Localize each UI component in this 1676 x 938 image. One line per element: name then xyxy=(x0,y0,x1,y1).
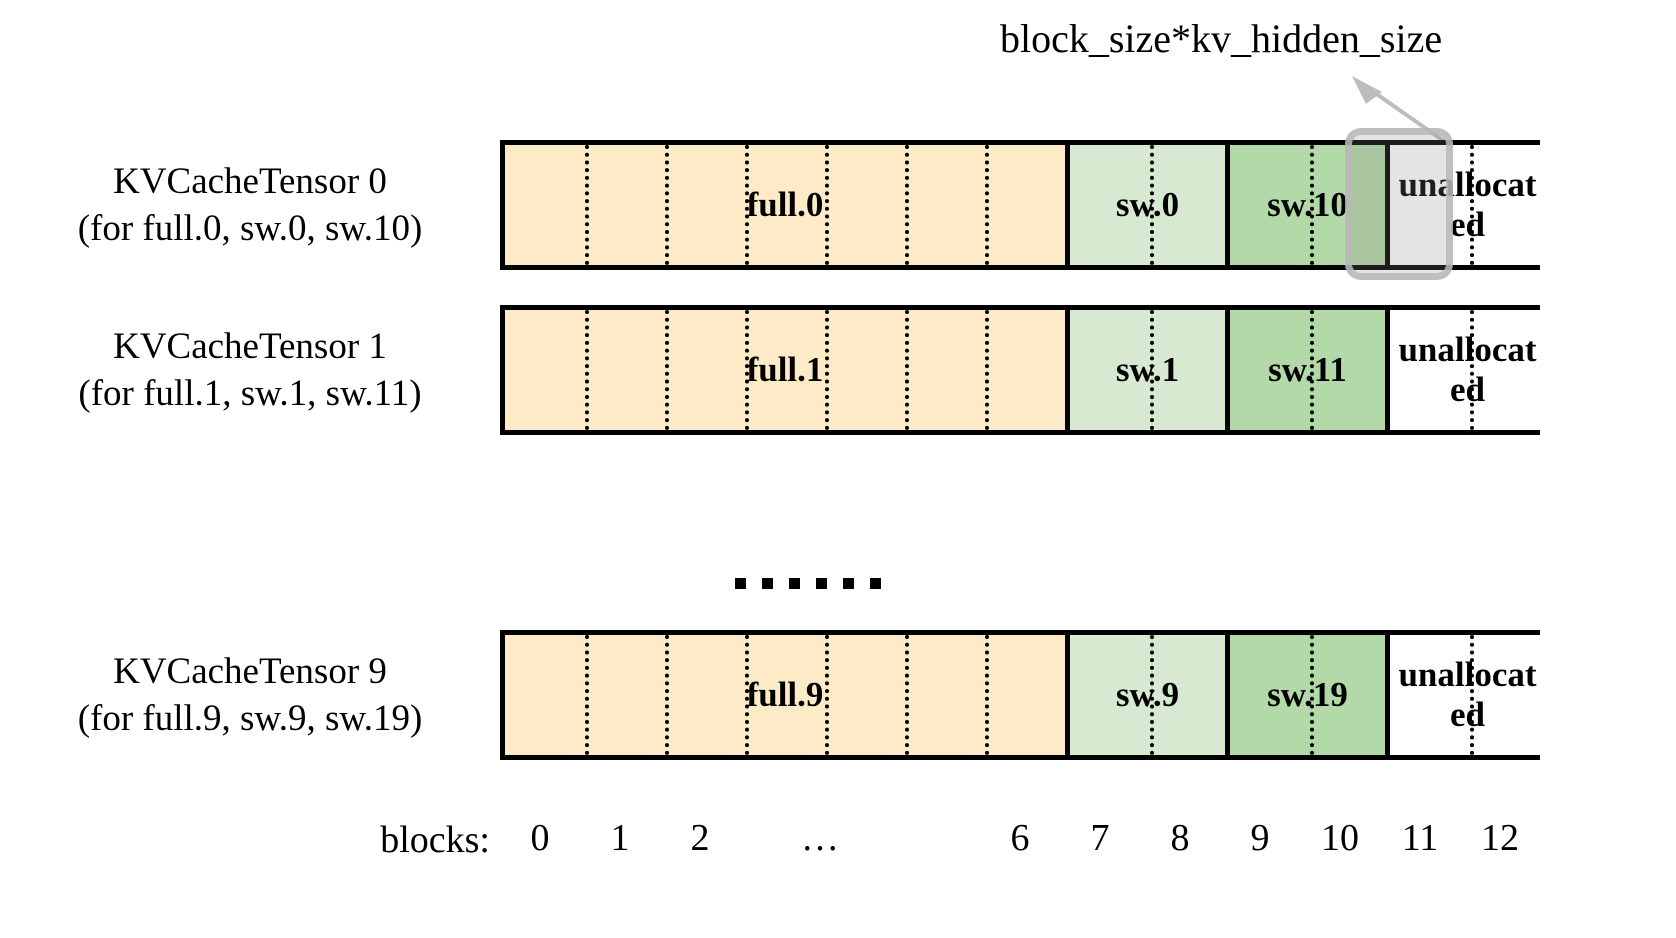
row-subtitle: (for full.1, sw.1, sw.11) xyxy=(78,373,422,414)
row-subtitle: (for full.0, sw.0, sw.10) xyxy=(77,208,423,249)
block-divider xyxy=(825,310,829,430)
block-divider xyxy=(1150,635,1154,755)
segment-label: sw.0 xyxy=(1115,184,1180,224)
tensor-bar: full.1 sw.1 sw.11 unallocated xyxy=(500,305,1545,435)
block-divider xyxy=(1310,145,1314,265)
axis-tick-label: 9 xyxy=(1250,817,1270,859)
tensor-segment-full[interactable]: full.1 xyxy=(505,310,1065,430)
ellipsis-dot xyxy=(816,578,827,589)
segment-label: sw.1 xyxy=(1115,349,1180,389)
block-divider xyxy=(585,310,589,430)
segment-label: full.9 xyxy=(746,674,824,714)
tensor-bar: full.9 sw.9 sw.19 unallocated xyxy=(500,630,1545,760)
kv-cache-tensor-row: KVCacheTensor 1 (for full.1, sw.1, sw.11)… xyxy=(0,300,1676,440)
ellipsis-dot xyxy=(762,578,773,589)
block-divider xyxy=(825,635,829,755)
tensor-segment-unalloc[interactable]: unallocated xyxy=(1385,145,1545,265)
block-divider xyxy=(665,310,669,430)
block-divider xyxy=(745,310,749,430)
ellipsis-dot xyxy=(789,578,800,589)
kv-cache-tensor-row: KVCacheTensor 0 (for full.0, sw.0, sw.10)… xyxy=(0,135,1676,275)
block-divider xyxy=(985,635,989,755)
row-label: KVCacheTensor 1 (for full.1, sw.1, sw.11) xyxy=(20,300,480,440)
row-label: KVCacheTensor 0 (for full.0, sw.0, sw.10) xyxy=(20,135,480,275)
block-divider xyxy=(745,635,749,755)
block-divider xyxy=(585,145,589,265)
axis-tick-label: … xyxy=(801,817,839,859)
block-divider xyxy=(585,635,589,755)
segment-label: full.0 xyxy=(746,184,824,224)
block-divider xyxy=(1470,145,1474,265)
tensor-segment-unalloc[interactable]: unallocated xyxy=(1385,310,1545,430)
block-divider xyxy=(1150,145,1154,265)
axis-tick-label: 8 xyxy=(1170,817,1190,859)
block-divider xyxy=(985,310,989,430)
segment-label: sw.10 xyxy=(1267,184,1348,224)
row-subtitle: (for full.9, sw.9, sw.19) xyxy=(77,698,423,739)
block-divider xyxy=(1310,310,1314,430)
tensor-segment-full[interactable]: full.9 xyxy=(505,635,1065,755)
segment-label: full.1 xyxy=(746,349,824,389)
block-divider xyxy=(905,145,909,265)
axis-title: blocks: xyxy=(380,819,490,861)
block-divider xyxy=(1470,635,1474,755)
row-label: KVCacheTensor 9 (for full.9, sw.9, sw.19) xyxy=(20,625,480,765)
callout-label: block_size*kv_hidden_size xyxy=(1000,16,1443,61)
tensor-segment-full[interactable]: full.0 xyxy=(505,145,1065,265)
segment-label: unallocated xyxy=(1398,164,1537,244)
tensor-segment-sw2[interactable]: sw.11 xyxy=(1225,310,1385,430)
rows-ellipsis xyxy=(735,578,881,589)
ellipsis-dot xyxy=(735,578,746,589)
tensor-segment-sw[interactable]: sw.1 xyxy=(1065,310,1225,430)
ellipsis-dot xyxy=(843,578,854,589)
block-divider xyxy=(985,145,989,265)
segment-label: sw.11 xyxy=(1268,349,1347,389)
tensor-segment-sw2[interactable]: sw.10 xyxy=(1225,145,1385,265)
block-divider xyxy=(1150,310,1154,430)
axis-tick-label: 10 xyxy=(1321,817,1359,859)
block-divider xyxy=(665,635,669,755)
tensor-segment-sw[interactable]: sw.9 xyxy=(1065,635,1225,755)
axis-tick-label: 0 xyxy=(530,817,550,859)
axis-tick-label: 7 xyxy=(1090,817,1110,859)
row-title: KVCacheTensor 9 xyxy=(113,650,387,692)
tensor-segment-sw[interactable]: sw.0 xyxy=(1065,145,1225,265)
axis-tick-label: 11 xyxy=(1401,817,1439,859)
block-divider xyxy=(1310,635,1314,755)
block-divider xyxy=(905,635,909,755)
axis-tick-label: 1 xyxy=(610,817,630,859)
block-divider xyxy=(905,310,909,430)
axis-tick-label: 6 xyxy=(1010,817,1030,859)
tensor-segment-sw2[interactable]: sw.19 xyxy=(1225,635,1385,755)
block-divider xyxy=(1470,310,1474,430)
row-title: KVCacheTensor 0 xyxy=(113,160,387,202)
tensor-segment-unalloc[interactable]: unallocated xyxy=(1385,635,1545,755)
segment-label: sw.19 xyxy=(1267,674,1348,714)
segment-label: unallocated xyxy=(1398,654,1537,734)
row-title: KVCacheTensor 1 xyxy=(113,325,387,367)
axis-tick-label: 2 xyxy=(690,817,710,859)
segment-label: unallocated xyxy=(1398,329,1537,409)
segment-label: sw.9 xyxy=(1115,674,1180,714)
axis-tick-label: 12 xyxy=(1481,817,1519,859)
block-divider xyxy=(665,145,669,265)
block-divider xyxy=(825,145,829,265)
ellipsis-dot xyxy=(870,578,881,589)
kv-cache-tensor-row: KVCacheTensor 9 (for full.9, sw.9, sw.19)… xyxy=(0,625,1676,765)
block-divider xyxy=(745,145,749,265)
tensor-bar: full.0 sw.0 sw.10 unallocated xyxy=(500,140,1545,270)
